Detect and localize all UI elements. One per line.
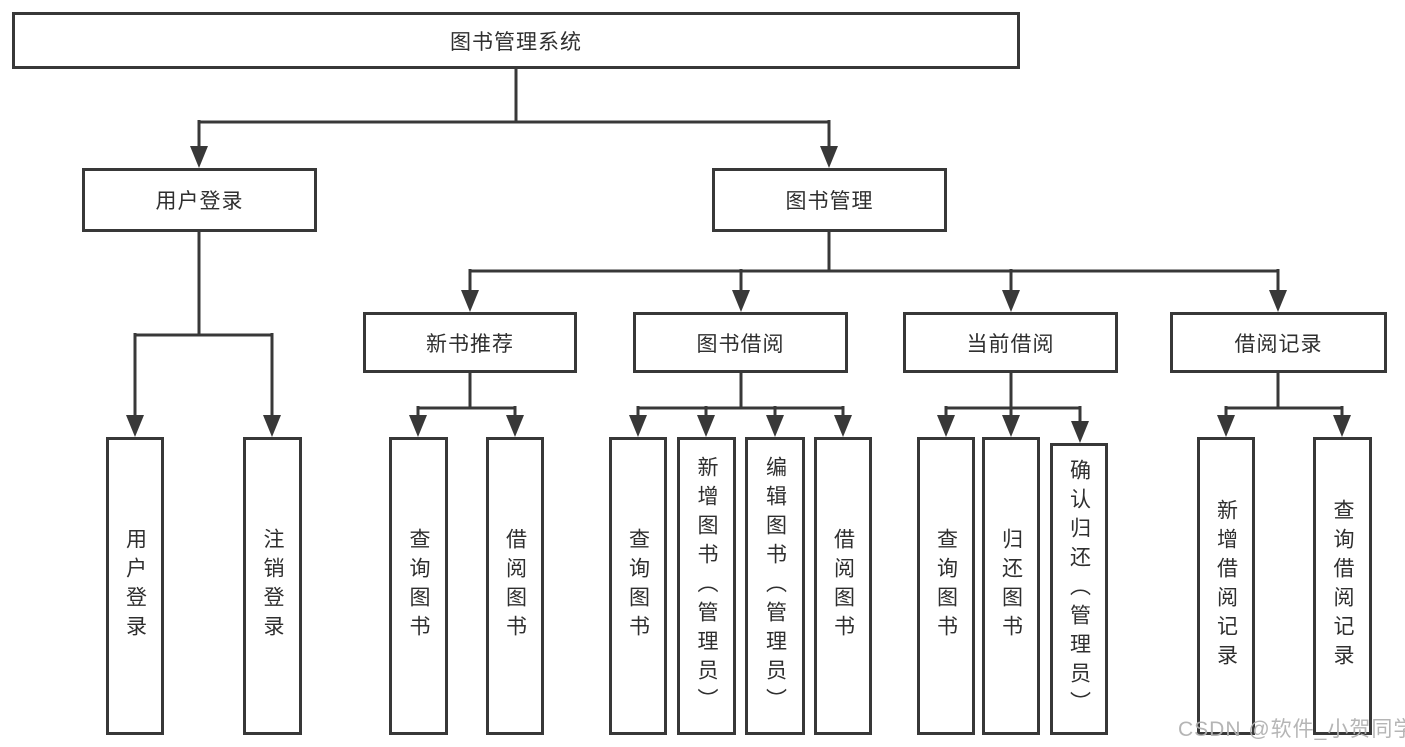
node-leaf-user-login: 用户登录 bbox=[106, 437, 164, 735]
watermark: CSDN @软件_小贺同学 bbox=[1178, 718, 1405, 741]
node-leaf-query-borrow-record: 查询借阅记录 bbox=[1313, 437, 1372, 735]
node-current-borrowing: 当前借阅 bbox=[903, 312, 1118, 373]
connector-book-borrow-group bbox=[629, 373, 852, 437]
node-book-management: 图书管理 bbox=[712, 168, 947, 232]
connector-book-management-group bbox=[461, 232, 1287, 312]
node-book-borrowing: 图书借阅 bbox=[633, 312, 848, 373]
node-leaf-add-borrow-record: 新增借阅记录 bbox=[1197, 437, 1255, 735]
node-user-login: 用户登录 bbox=[82, 168, 317, 232]
node-leaf-logout: 注销登录 bbox=[243, 437, 302, 735]
node-new-book-recommendation: 新书推荐 bbox=[363, 312, 577, 373]
node-leaf-query-books-current: 查询图书 bbox=[917, 437, 975, 735]
node-leaf-return-books: 归还图书 bbox=[982, 437, 1040, 735]
node-leaf-query-books-borrow: 查询图书 bbox=[609, 437, 667, 735]
node-leaf-add-book-admin: 新增图书（管理员） bbox=[677, 437, 736, 735]
node-leaf-query-books-recommend: 查询图书 bbox=[389, 437, 448, 735]
connector-current-borrow-group bbox=[937, 373, 1089, 443]
connector-root-to-level2 bbox=[190, 68, 838, 168]
connector-borrow-record-group bbox=[1217, 373, 1351, 437]
node-leaf-edit-book-admin: 编辑图书（管理员） bbox=[745, 437, 805, 735]
node-leaf-confirm-return-admin: 确认归还（管理员） bbox=[1050, 443, 1108, 735]
node-leaf-borrow-books: 借阅图书 bbox=[814, 437, 872, 735]
connector-user-login-group bbox=[126, 232, 281, 437]
node-borrowing-records: 借阅记录 bbox=[1170, 312, 1387, 373]
node-library-management-system: 图书管理系统 bbox=[12, 12, 1020, 69]
node-leaf-borrow-books-recommend: 借阅图书 bbox=[486, 437, 544, 735]
connector-new-book-group bbox=[409, 373, 524, 437]
